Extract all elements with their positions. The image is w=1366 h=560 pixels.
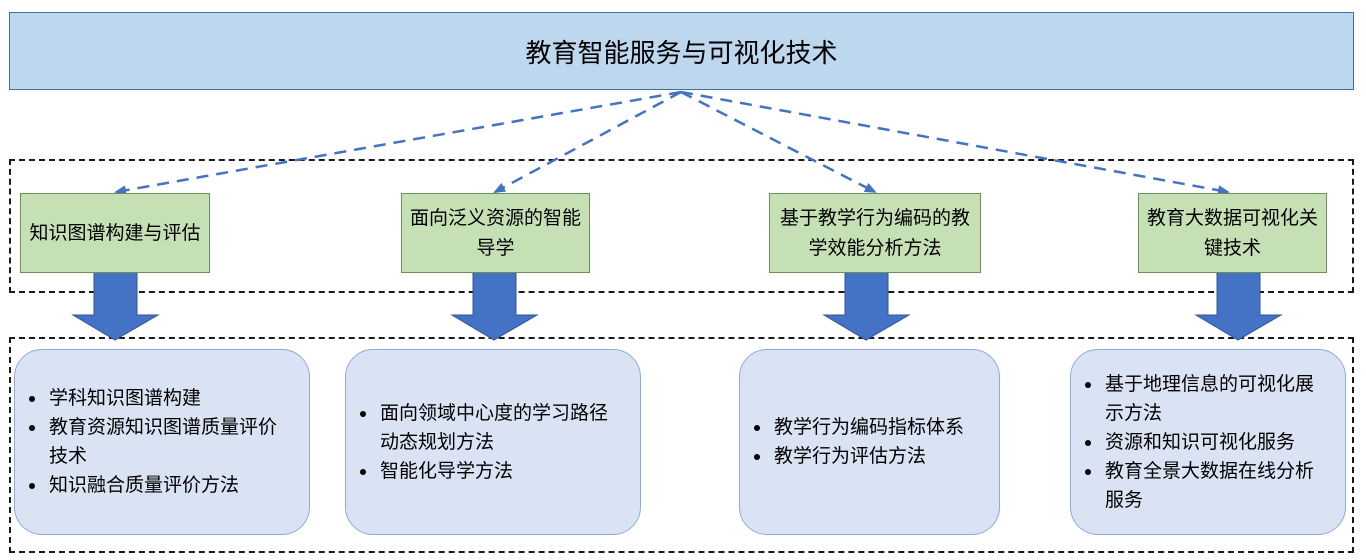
dashed-arrow-3: [680, 90, 877, 194]
category-box-1: 知识图谱构建与评估: [20, 193, 210, 273]
block-arrow-1: [71, 270, 160, 341]
detail-box-2: 面向领域中心度的学习路径动态规划方法 智能化导学方法: [345, 349, 641, 535]
detail-list: 教学行为编码指标体系 教学行为评估方法: [750, 413, 964, 471]
list-item: 知识融合质量评价方法: [29, 471, 295, 500]
category-label: 知识图谱构建与评估: [29, 222, 201, 244]
list-item: 基于地理信息的可视化展示方法: [1085, 370, 1331, 428]
dashed-arrow-1: [114, 90, 682, 196]
list-item: 教学行为评估方法: [753, 442, 964, 471]
list-item: 资源和知识可视化服务: [1085, 428, 1331, 457]
detail-box-4: 基于地理信息的可视化展示方法 资源和知识可视化服务 教育全景大数据在线分析服务: [1070, 349, 1346, 535]
block-arrow-3: [822, 270, 911, 341]
category-label: 基于教学行为编码的教学效能分析方法: [779, 207, 970, 259]
list-item: 面向领域中心度的学习路径动态规划方法: [360, 399, 626, 457]
main-title: 教育智能服务与可视化技术: [525, 38, 838, 69]
detail-list: 面向领域中心度的学习路径动态规划方法 智能化导学方法: [356, 399, 626, 486]
list-item: 教育全景大数据在线分析服务: [1085, 457, 1331, 515]
detail-list: 基于地理信息的可视化展示方法 资源和知识可视化服务 教育全景大数据在线分析服务: [1081, 370, 1331, 515]
category-group-frame: [9, 159, 1354, 293]
detail-group-frame: [9, 337, 1354, 553]
category-box-2: 面向泛义资源的智能导学: [401, 193, 590, 273]
category-label: 面向泛义资源的智能导学: [409, 207, 581, 259]
detail-box-1: 学科知识图谱构建 教育资源知识图谱质量评价技术 知识融合质量评价方法: [14, 349, 310, 535]
block-arrow-4: [1194, 270, 1283, 341]
list-item: 教育资源知识图谱质量评价技术: [29, 413, 295, 471]
main-title-box: 教育智能服务与可视化技术: [9, 12, 1354, 90]
category-box-4: 教育大数据可视化关键技术: [1138, 193, 1327, 273]
category-label: 教育大数据可视化关键技术: [1146, 207, 1318, 259]
list-item: 智能化导学方法: [360, 457, 626, 486]
detail-list: 学科知识图谱构建 教育资源知识图谱质量评价技术 知识融合质量评价方法: [25, 384, 295, 500]
dashed-arrow-2: [493, 90, 682, 194]
list-item: 学科知识图谱构建: [29, 384, 295, 413]
detail-box-3: 教学行为编码指标体系 教学行为评估方法: [739, 349, 1000, 535]
block-arrow-2: [450, 270, 539, 341]
dashed-arrow-4: [680, 90, 1230, 196]
list-item: 教学行为编码指标体系: [753, 413, 964, 442]
category-box-3: 基于教学行为编码的教学效能分析方法: [769, 193, 981, 273]
